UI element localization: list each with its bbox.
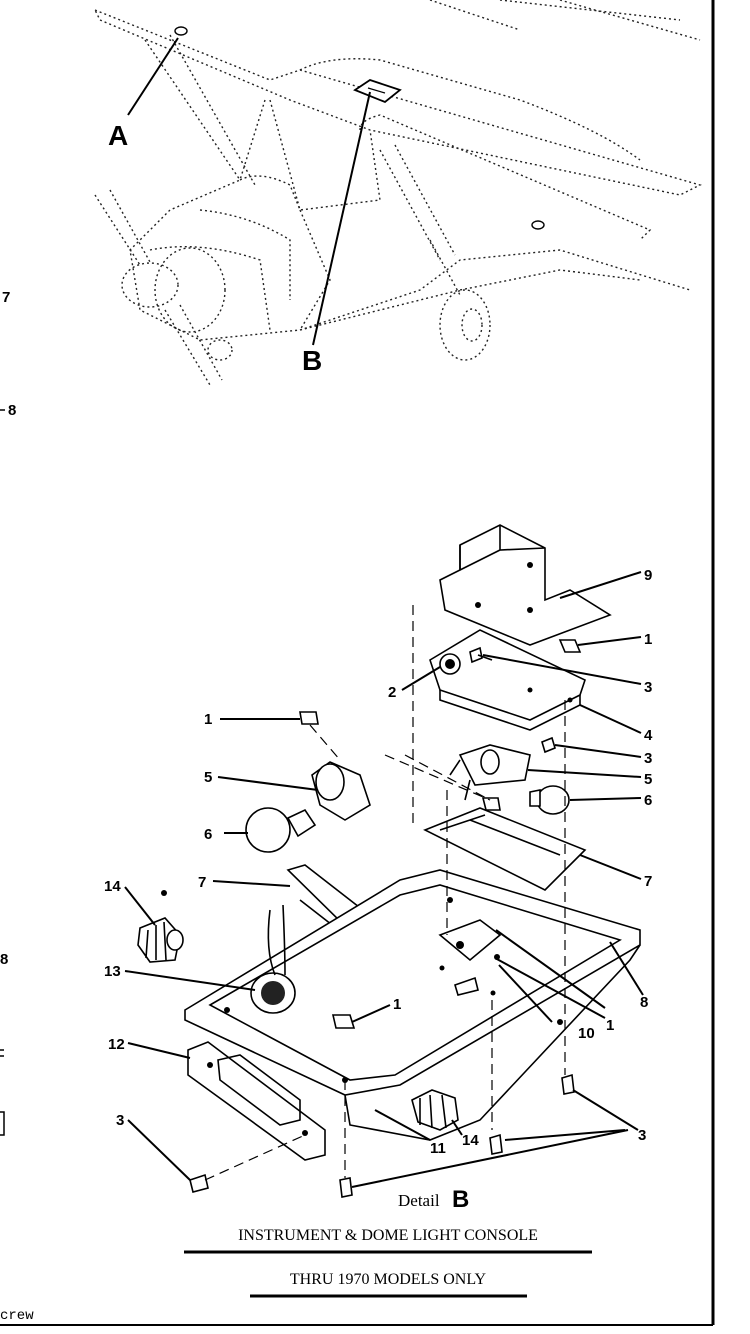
part-3-screw-mid <box>541 736 556 754</box>
edge-number-7: 7 <box>2 289 10 306</box>
label-a: A <box>108 120 128 151</box>
callout-3-bottom: 3 <box>638 1127 646 1144</box>
callout-3-upper: 3 <box>644 679 652 696</box>
callout-4: 4 <box>644 727 653 744</box>
callout-1-switch: 1 <box>606 1017 614 1034</box>
part-3-screw-tray-mid <box>489 1133 503 1155</box>
part-14-knob-bottom <box>411 1089 459 1131</box>
console-exploded-view <box>124 524 644 1198</box>
callout-3-mid: 3 <box>644 750 652 767</box>
part-8-tray <box>184 869 641 1096</box>
airplane-illustration <box>93 0 702 386</box>
detail-letter: B <box>452 1186 469 1213</box>
callout-11: 11 <box>430 1140 446 1157</box>
caption-title: INSTRUMENT & DOME LIGHT CONSOLE <box>238 1227 538 1244</box>
callout-9: 9 <box>644 567 652 584</box>
callout-7-left: 7 <box>198 874 206 891</box>
part-3-screw-upper <box>469 646 483 664</box>
part-12-bezel <box>187 1041 326 1161</box>
part-7-lens-right <box>423 807 587 891</box>
callout-3-bezel: 3 <box>116 1112 124 1129</box>
callout-13: 13 <box>104 963 121 980</box>
part-1-clip-tray <box>331 1014 356 1029</box>
part-3-screw-bezel <box>189 1173 209 1193</box>
callout-10: 10 <box>578 1025 595 1042</box>
callout-1-upper: 1 <box>644 631 652 648</box>
part-3-screw-tray-right <box>561 1073 575 1095</box>
part-1-clip-mid <box>481 797 501 811</box>
callout-6-left: 6 <box>204 826 212 843</box>
caption-subtitle: THRU 1970 MODELS ONLY <box>290 1271 487 1288</box>
part-9-bracket <box>439 524 612 646</box>
callout-7-right: 7 <box>644 873 652 890</box>
location-a-marker <box>174 26 188 36</box>
callout-1-left: 1 <box>204 711 212 728</box>
label-b: B <box>302 345 322 376</box>
edge-number-8b: 8 <box>0 951 8 968</box>
callout-8: 8 <box>640 994 648 1011</box>
callout-5-right: 5 <box>644 771 652 788</box>
part-1-clip-upper <box>558 639 582 653</box>
callout-6-right: 6 <box>644 792 652 809</box>
part-14-knob-left <box>137 917 181 963</box>
part-6-bulb-left <box>245 807 291 853</box>
callout-2: 2 <box>388 684 396 701</box>
callout-12: 12 <box>108 1036 125 1053</box>
callout-1-tray: 1 <box>393 996 401 1013</box>
footer-fragment: crew <box>0 1308 34 1324</box>
part-1-clip-left <box>299 711 319 725</box>
callout-5-left: 5 <box>204 769 212 786</box>
part-10-switch <box>438 919 502 962</box>
callout-14-bottom: 14 <box>462 1132 479 1149</box>
part-3-screw-tray-left <box>339 1177 353 1198</box>
edge-number-8a: 8 <box>8 402 16 419</box>
callout-14-left: 14 <box>104 878 121 895</box>
wing-access-marker <box>531 220 545 230</box>
part-6-bulb-right <box>536 785 570 815</box>
detail-label: Detail <box>398 1191 440 1210</box>
